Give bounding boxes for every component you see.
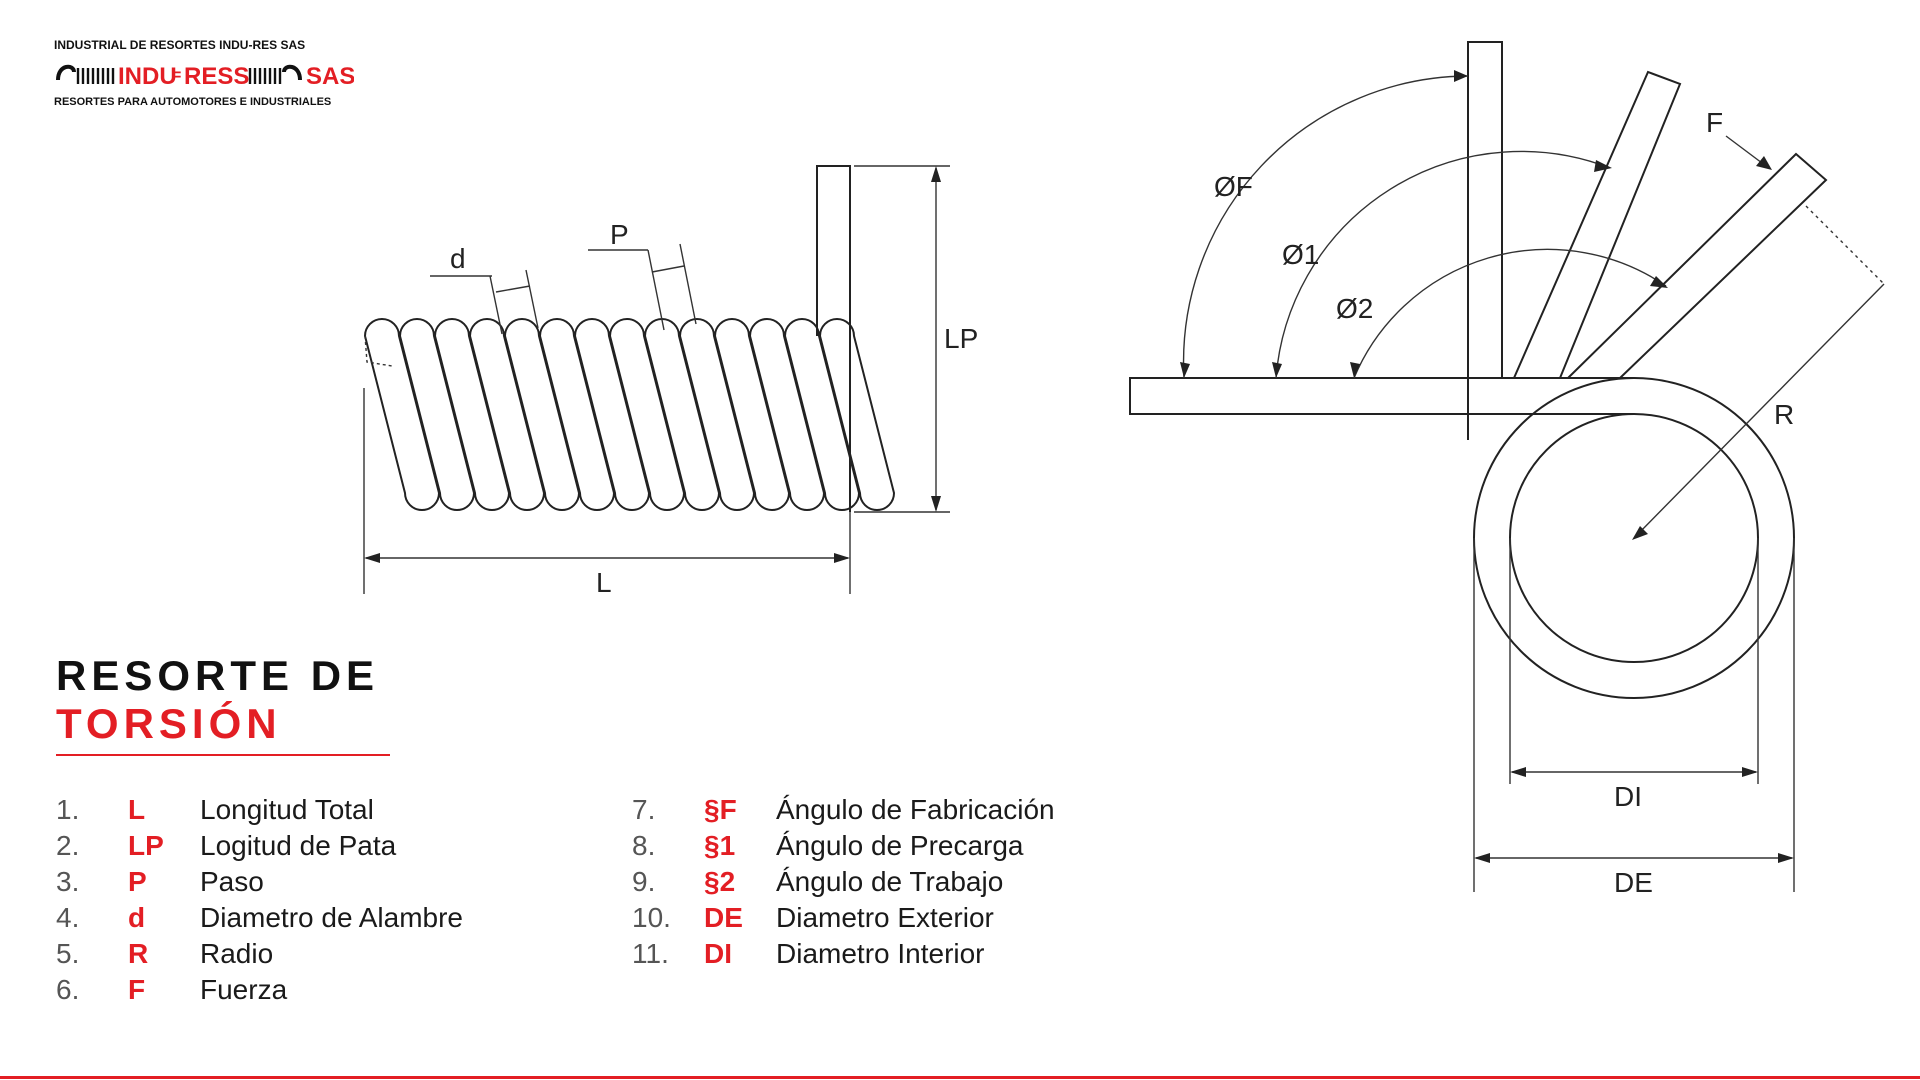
label-di: DI: [1614, 781, 1642, 812]
label-angle-1: Ø1: [1282, 239, 1319, 270]
arc-angle-f: [1182, 75, 1469, 379]
horizontal-leg: [1129, 377, 1634, 415]
svg-text:=: =: [172, 67, 181, 84]
label-de: DE: [1614, 867, 1653, 898]
title-line-2: TORSIÓN: [56, 700, 282, 747]
company-logo: INDUSTRIAL DE RESORTES INDU-RES SAS INDU…: [54, 38, 374, 112]
label-angle-f: ØF: [1214, 171, 1253, 202]
arc-angle-2: [1353, 248, 1667, 379]
section-title: RESORTE DE TORSIÓN: [56, 652, 390, 756]
coil-end-cap: [364, 335, 393, 367]
label-f: F: [1706, 107, 1723, 138]
spring-side-view: [363, 318, 896, 511]
working-leg: [1567, 152, 1828, 379]
spring-leg: [816, 165, 851, 512]
label-d: d: [450, 243, 466, 274]
arc-angle-1: [1275, 150, 1611, 379]
logo-brand-mid: RESS: [184, 63, 249, 90]
title-line-1: RESORTE DE: [56, 652, 380, 699]
preload-leg: [1513, 70, 1682, 379]
logo-company-name: INDUSTRIAL DE RESORTES INDU-RES SAS: [54, 38, 306, 52]
logo-brand-left: INDU: [118, 63, 177, 90]
label-p: P: [610, 219, 629, 250]
title-underline: [56, 754, 390, 756]
vertical-leg: [1467, 41, 1503, 414]
logo-brand-right: SAS: [306, 63, 354, 90]
logo-tagline: RESORTES PARA AUTOMOTORES E INDUSTRIALES: [54, 96, 332, 108]
logo-brand-mark: INDU = RESS SAS: [54, 56, 355, 90]
label-r: R: [1774, 399, 1794, 430]
label-lp: LP: [944, 323, 978, 354]
label-angle-2: Ø2: [1336, 293, 1373, 324]
label-l: L: [596, 567, 612, 598]
footer-rule: [0, 1076, 1920, 1079]
coil-turn: [818, 318, 896, 511]
